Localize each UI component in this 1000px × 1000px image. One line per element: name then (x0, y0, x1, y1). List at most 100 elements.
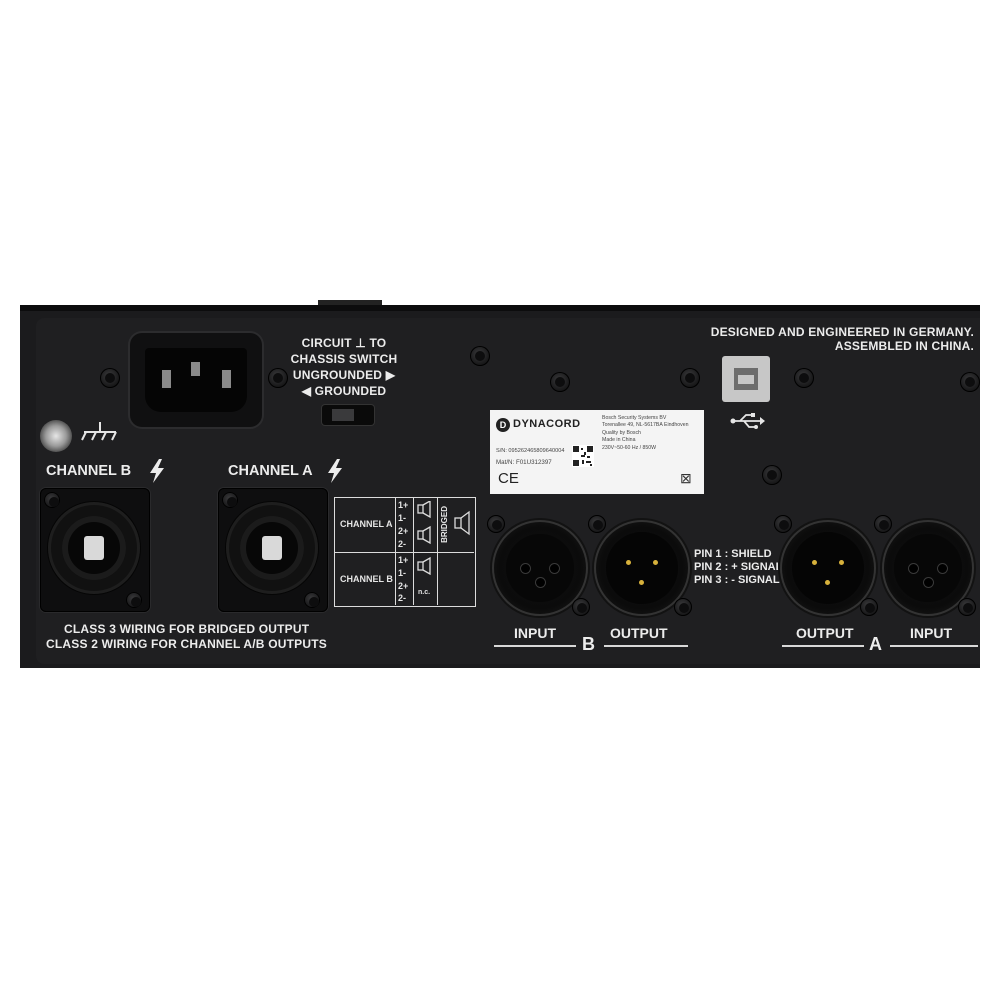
screw (572, 598, 590, 616)
screw (860, 598, 878, 616)
xlr-hole (909, 564, 918, 573)
xlr-hole (536, 578, 545, 587)
origin-line: ASSEMBLED IN CHINA. (834, 339, 974, 353)
panel-top-tab (318, 300, 382, 307)
xlr-face (606, 532, 678, 604)
ground-icon (81, 422, 117, 441)
pin-legend: PIN 1 : SHIELD PIN 2 : + SIGNAL PIN 3 : … (694, 548, 782, 587)
brand-logo-icon: D (496, 418, 510, 432)
material-number: Mat/N: F01U312397 (496, 459, 552, 466)
screw (550, 372, 570, 392)
speaker-icon (417, 556, 431, 576)
speakon-channel-a[interactable] (218, 488, 328, 612)
address-line: Bosch Security Systems BV (602, 415, 667, 421)
screw (794, 368, 814, 388)
screw (674, 598, 692, 616)
lightning-bolt-icon (328, 459, 342, 483)
weee-icon: ⊠ (680, 470, 692, 486)
table-divider (395, 498, 396, 605)
screw (470, 346, 490, 366)
xlr-face (894, 534, 962, 602)
screw (588, 515, 606, 533)
table-divider (335, 552, 474, 553)
xlr-hole (550, 564, 559, 573)
xlr-face (506, 534, 574, 602)
speakon-key (84, 536, 104, 560)
class-wiring-line: CLASS 3 WIRING FOR BRIDGED OUTPUT (64, 622, 310, 636)
table-divider (437, 498, 438, 605)
channel-b-label: CHANNEL B (46, 463, 132, 479)
switch-label-line: CHASSIS SWITCH (290, 352, 398, 366)
speakon-ring (226, 502, 318, 594)
class-wiring-text: CLASS 3 WIRING FOR BRIDGED OUTPUT CLASS … (46, 622, 327, 652)
address-line: 230V~50-60 Hz / 850W (602, 444, 657, 451)
wiring-pin: 1- (398, 568, 407, 578)
xlr-hole (938, 564, 947, 573)
wiring-channel-b: CHANNEL B (340, 574, 393, 584)
screw (304, 592, 320, 608)
power-inlet[interactable] (130, 333, 262, 427)
ground-lift-switch[interactable] (322, 405, 374, 425)
speaker-icon (417, 501, 431, 545)
screw (762, 465, 782, 485)
channel-a-label: CHANNEL A (228, 463, 313, 479)
switch-label-line: ◀ GROUNDED (301, 384, 387, 398)
screw (874, 515, 892, 533)
input-a-label: INPUT (910, 625, 952, 641)
usb-port[interactable] (722, 356, 770, 402)
wiring-pin: 2- (398, 593, 407, 603)
screw (958, 598, 976, 616)
switch-label: CIRCUIT ⊥ TO CHASSIS SWITCH UNGROUNDED ▶… (288, 335, 400, 399)
screw (100, 368, 120, 388)
pin-legend-line: PIN 2 : + SIGNAL (694, 561, 783, 573)
address-line: Quality by Bosch (602, 429, 641, 436)
xlr-pin (839, 560, 844, 565)
wiring-pin: 2- (398, 539, 407, 549)
xlr-pin (653, 560, 658, 565)
screw (960, 372, 980, 392)
speaker-icon (454, 510, 470, 536)
xlr-output-b[interactable] (594, 520, 690, 616)
ground-terminal[interactable] (40, 420, 72, 452)
wiring-nc: n.c. (418, 589, 431, 596)
wiring-pin: 1- (398, 513, 407, 523)
xlr-output-a[interactable] (780, 520, 876, 616)
underline (890, 645, 978, 647)
input-b-label: INPUT (514, 625, 556, 641)
usb-icon (730, 413, 765, 429)
underline (782, 645, 864, 647)
xlr-hole (521, 564, 530, 573)
screw (44, 492, 60, 508)
output-a-label: OUTPUT (796, 625, 854, 641)
class-wiring-line: CLASS 2 WIRING FOR CHANNEL A/B OUTPUTS (46, 637, 327, 651)
wiring-diagram: CHANNEL A CHANNEL B 1+ 1- 2+ 2- 1+ 1- 2+… (334, 497, 476, 607)
switch-label-line: CIRCUIT ⊥ TO (301, 336, 387, 350)
underline (604, 645, 688, 647)
usb-port-inner (734, 368, 758, 390)
address-block: Bosch Security Systems BV Torenallee 49,… (602, 415, 689, 452)
power-pin-earth (191, 362, 200, 376)
wiring-channel-a: CHANNEL A (340, 519, 393, 529)
output-b-label: OUTPUT (610, 625, 668, 641)
screw (680, 368, 700, 388)
screw (268, 368, 288, 388)
speakon-channel-b[interactable] (40, 488, 150, 612)
xlr-input-a[interactable] (882, 520, 974, 616)
power-pin-left (162, 370, 171, 388)
screw (774, 515, 792, 533)
usb-port-tongue (738, 375, 754, 384)
lightning-bolt-icon (150, 459, 164, 483)
xlr-input-b[interactable] (492, 520, 588, 616)
speakon-socket (240, 516, 304, 580)
serial-number: S/N: 095262465809640004 (496, 448, 565, 454)
screw (222, 492, 238, 508)
xlr-face (792, 532, 864, 604)
speakon-key (262, 536, 282, 560)
origin-line: DESIGNED AND ENGINEERED IN GERMANY. (710, 325, 974, 339)
channel-b-letter: B (582, 634, 595, 654)
wiring-bridged: BRIDGED (440, 506, 449, 543)
ce-mark: CE (498, 470, 519, 487)
switch-label-line: UNGROUNDED ▶ (292, 368, 396, 382)
pin-legend-line: PIN 3 : - SIGNAL (694, 574, 780, 586)
